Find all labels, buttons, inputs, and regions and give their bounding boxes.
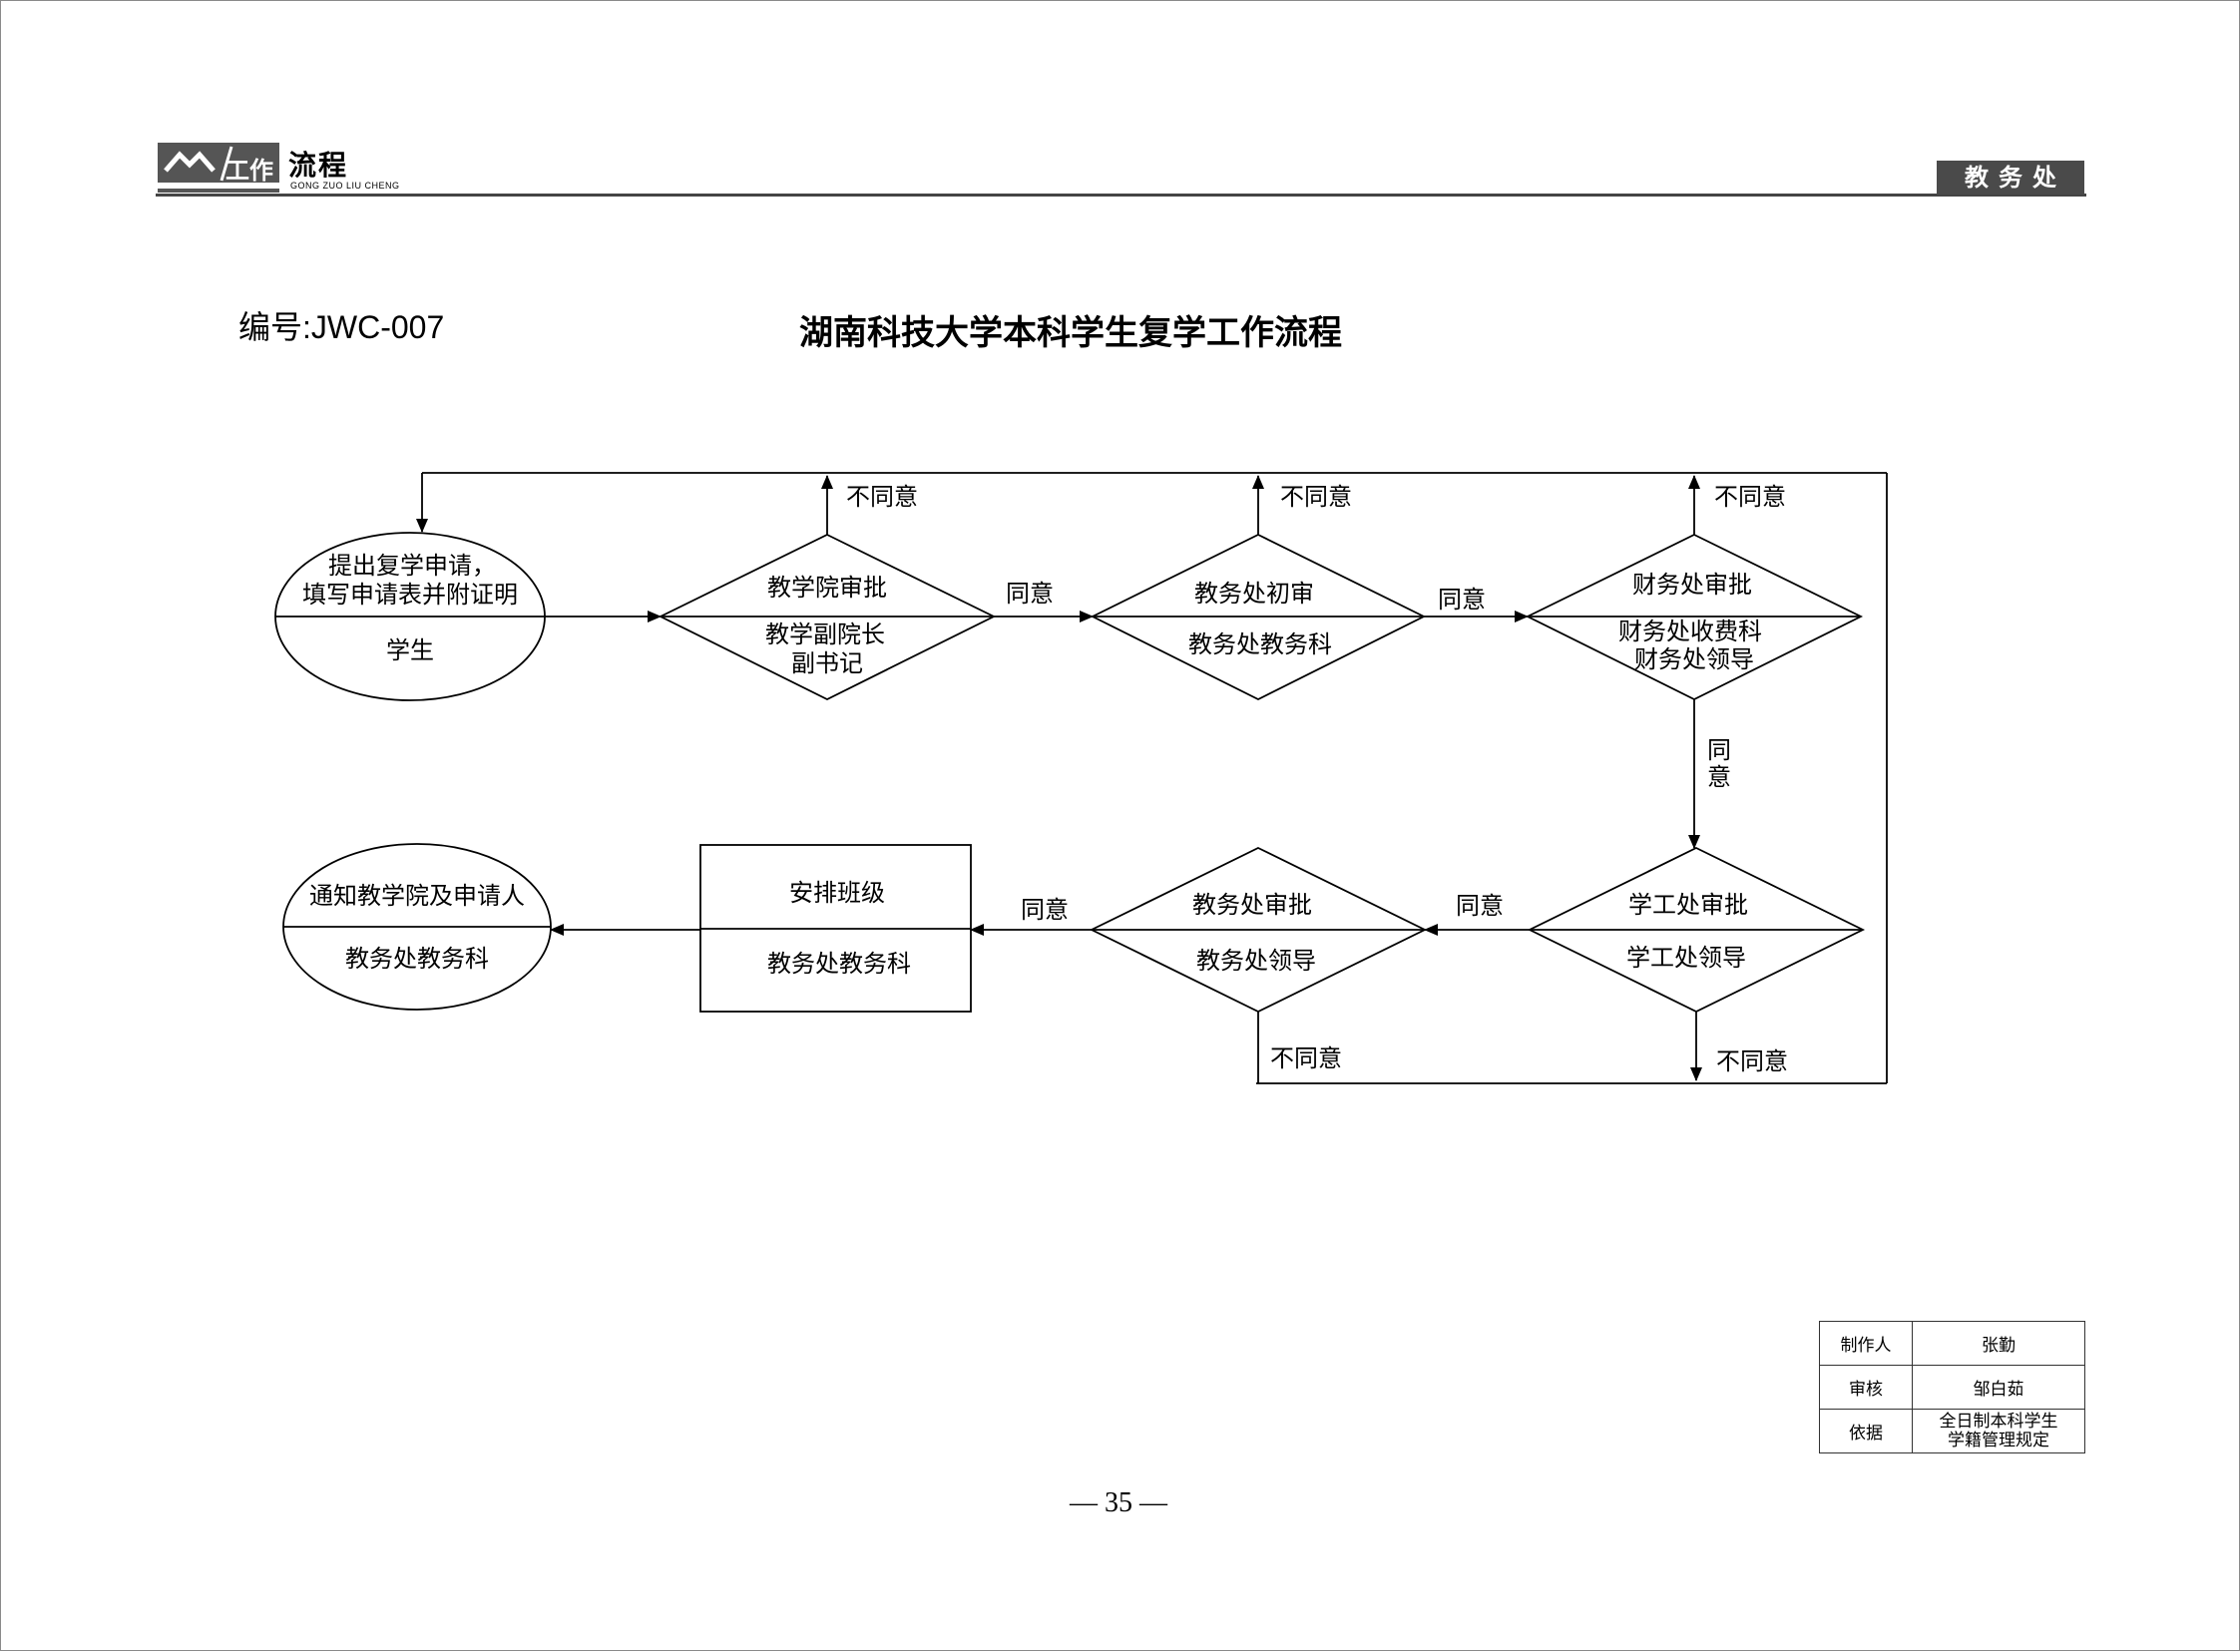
- step4-task: 学工处审批: [1628, 891, 1748, 919]
- document-info-table: 制作人 张勤 审核 邹白茹 依据 全日制本科学生 学籍管理规定: [1819, 1321, 2085, 1453]
- header-rule: [156, 194, 2086, 197]
- header-section-title: 流程: [288, 149, 349, 182]
- end-role: 教务处教务科: [345, 945, 489, 973]
- label-agree-2: 同意: [1438, 586, 1486, 614]
- document-title: 湖南科技大学本科学生复学工作流程: [799, 313, 1342, 353]
- info-value-reviewer: 邹白茹: [1912, 1365, 2085, 1410]
- label-disagree-2: 不同意: [1280, 483, 1352, 511]
- step3-role-line1: 财务处收费科: [1618, 618, 1762, 645]
- department-badge: 教务处: [1937, 161, 2084, 195]
- document-code: 编号:JWC-007: [238, 309, 445, 345]
- header-logo-text: 工作: [225, 157, 273, 185]
- label-agree-1: 同意: [1006, 580, 1054, 608]
- step3-task: 财务处审批: [1632, 571, 1752, 599]
- table-row: 审核 邹白茹: [1819, 1365, 2085, 1410]
- step2-task: 教务处初审: [1194, 580, 1314, 608]
- label-agree-3: 同意: [1456, 892, 1504, 920]
- label-disagree-4: 不同意: [1270, 1044, 1342, 1072]
- info-value-author: 张勤: [1912, 1321, 2085, 1366]
- step6-task: 安排班级: [789, 879, 885, 907]
- info-value-basis-line1: 全日制本科学生: [1939, 1411, 2058, 1432]
- step2-diamond: [1090, 533, 1427, 701]
- start-role: 学生: [386, 636, 434, 664]
- label-agree-v1: 同: [1707, 736, 1731, 764]
- header-logo-icon: [158, 143, 279, 193]
- start-line2: 填写申请表并附证明: [302, 581, 518, 609]
- step1-diamond: [658, 533, 997, 701]
- info-value-basis: 全日制本科学生 学籍管理规定: [1912, 1409, 2085, 1453]
- header-pinyin: GONG ZUO LIU CHENG: [290, 181, 400, 191]
- step5-role: 教务处领导: [1196, 947, 1316, 975]
- page-number: — 35 —: [1070, 1487, 1167, 1518]
- start-line1: 提出复学申请，: [328, 552, 496, 580]
- info-key-basis: 依据: [1819, 1409, 1913, 1453]
- label-agree-4: 同意: [1021, 896, 1069, 924]
- table-row: 制作人 张勤: [1819, 1321, 2085, 1366]
- end-task: 通知教学院及申请人: [309, 882, 525, 910]
- info-key-reviewer: 审核: [1819, 1365, 1913, 1410]
- step6-role: 教务处教务科: [767, 950, 911, 978]
- step5-task: 教务处审批: [1192, 891, 1312, 919]
- label-agree-v2: 意: [1707, 763, 1731, 791]
- info-key-author: 制作人: [1819, 1321, 1913, 1366]
- label-disagree-5: 不同意: [1716, 1047, 1788, 1075]
- step4-role: 学工处领导: [1626, 944, 1746, 972]
- label-disagree-1: 不同意: [846, 483, 918, 511]
- step1-role-line1: 教学副院长: [765, 620, 885, 648]
- info-value-basis-line2: 学籍管理规定: [1948, 1430, 2049, 1450]
- table-row: 依据 全日制本科学生 学籍管理规定: [1819, 1409, 2085, 1453]
- step2-role: 教务处教务科: [1188, 630, 1332, 658]
- label-disagree-3: 不同意: [1714, 483, 1786, 511]
- step3-role-line2: 财务处领导: [1634, 645, 1754, 673]
- step1-task: 教学院审批: [767, 574, 887, 602]
- step1-role-line2: 副书记: [791, 649, 863, 677]
